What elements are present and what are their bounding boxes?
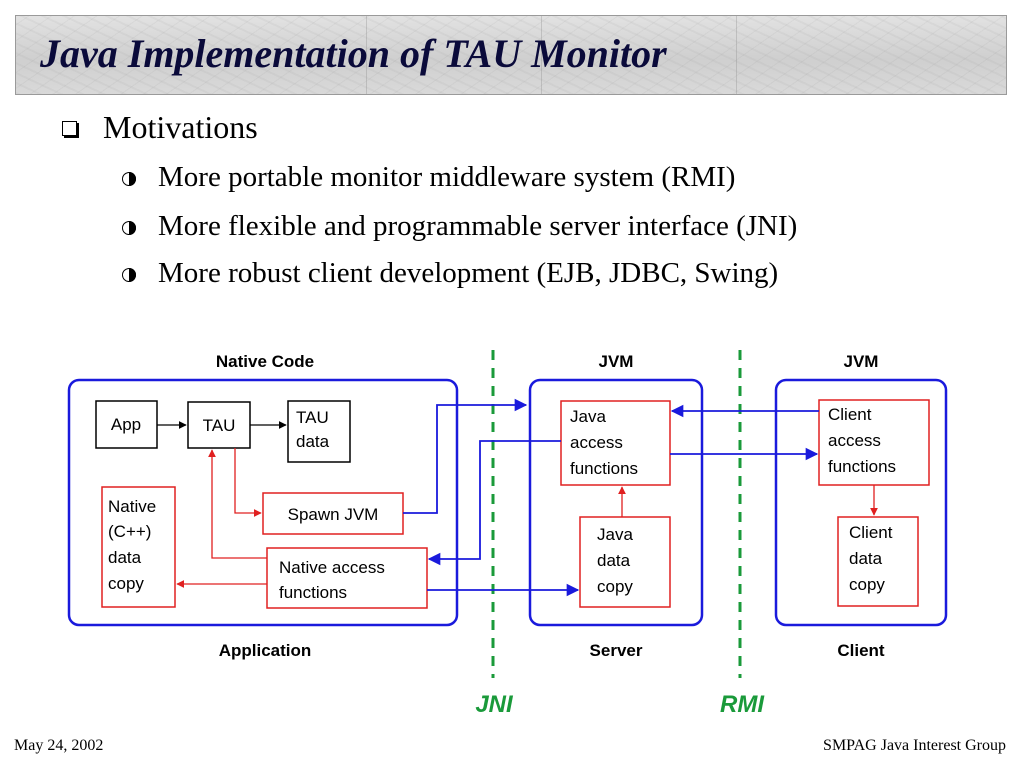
- label-application: Application: [219, 641, 312, 660]
- native-access-label-1: Native access: [279, 558, 385, 577]
- native-data-label-2: (C++): [108, 522, 151, 541]
- slide-title: Java Implementation of TAU Monitor: [40, 31, 667, 76]
- title-texture-seam: [366, 16, 367, 94]
- half-circle-bullet-icon: [122, 220, 136, 235]
- sub-bullet-text: More portable monitor middleware system …: [158, 160, 736, 193]
- client-data-label-2: data: [849, 549, 883, 568]
- java-data-label-2: data: [597, 551, 631, 570]
- native-access-label-2: functions: [279, 583, 347, 602]
- header-native-code: Native Code: [216, 352, 314, 371]
- arrow-native-access-to-tau: [208, 449, 267, 559]
- sub-bullet-text: More robust client development (EJB, JDB…: [158, 256, 779, 289]
- application-container: [67, 378, 459, 627]
- arrow-tau-to-spawn: [234, 448, 262, 517]
- label-client: Client: [837, 641, 885, 660]
- client-container: [774, 378, 948, 627]
- native-data-label-4: copy: [108, 574, 144, 593]
- java-data-label-1: Java: [597, 525, 633, 544]
- client-access-label-1: Client: [828, 405, 872, 424]
- title-texture-seam: [541, 16, 542, 94]
- spawn-jvm-box: [262, 492, 404, 535]
- client-data-copy-box: [837, 516, 919, 607]
- tau-data-label-1: TAU: [296, 408, 329, 427]
- tau-data-box: [287, 400, 351, 463]
- arrow-java-access-to-native-access: [427, 440, 561, 566]
- client-access-label-2: access: [828, 431, 881, 450]
- sub-bullet-rmi: More portable monitor middleware system …: [122, 160, 735, 194]
- app-box: [95, 400, 158, 449]
- arrow-spawn-to-jvm: [403, 398, 528, 514]
- client-data-label-3: copy: [849, 575, 885, 594]
- client-access-functions-box: [818, 399, 930, 486]
- slide-title-bar: Java Implementation of TAU Monitor: [15, 15, 1007, 95]
- label-rmi: RMI: [720, 691, 765, 718]
- tau-data-label-2: data: [296, 432, 330, 451]
- native-data-copy-box: [101, 486, 176, 608]
- java-data-copy-box: [579, 516, 671, 608]
- sub-bullet-ejb: More robust client development (EJB, JDB…: [122, 256, 778, 290]
- server-container: [528, 378, 704, 627]
- half-circle-bullet-icon: [122, 171, 136, 186]
- client-data-label-1: Client: [849, 523, 893, 542]
- half-circle-bullet-icon: [122, 267, 136, 282]
- tau-box: [187, 401, 251, 449]
- java-data-label-3: copy: [597, 577, 633, 596]
- java-access-label-1: Java: [570, 407, 606, 426]
- client-access-label-3: functions: [828, 457, 896, 476]
- bullet-motivations: Motivations: [62, 108, 258, 146]
- label-jni: JNI: [475, 691, 514, 718]
- header-jvm-server: JVM: [599, 352, 634, 371]
- native-data-label-1: Native: [108, 497, 156, 516]
- app-box-label: App: [111, 415, 141, 434]
- tau-box-label: TAU: [203, 416, 236, 435]
- sub-bullet-jni: More flexible and programmable server in…: [122, 209, 797, 243]
- java-access-label-3: functions: [570, 459, 638, 478]
- bullet-text: Motivations: [103, 108, 258, 145]
- title-texture-seam: [736, 16, 737, 94]
- footer-date: May 24, 2002: [14, 737, 104, 754]
- box-bullet-icon: [62, 120, 77, 136]
- footer-organization: SMPAG Java Interest Group: [823, 737, 1006, 754]
- java-access-functions-box: [560, 400, 671, 486]
- label-server: Server: [590, 641, 643, 660]
- sub-bullet-text: More flexible and programmable server in…: [158, 209, 798, 242]
- java-access-label-2: access: [570, 433, 623, 452]
- native-access-functions-box: [266, 547, 428, 609]
- header-jvm-client: JVM: [844, 352, 879, 371]
- spawn-jvm-label: Spawn JVM: [288, 505, 379, 524]
- native-data-label-3: data: [108, 548, 142, 567]
